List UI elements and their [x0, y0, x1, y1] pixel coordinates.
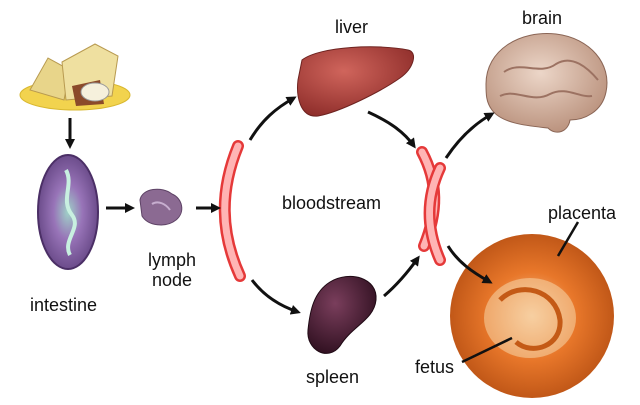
spleen-image [307, 275, 377, 354]
intestine-label: intestine [30, 295, 98, 315]
brain-label: brain [522, 8, 563, 28]
arrow-liver-to-bloodstream [367, 110, 416, 149]
flow-arrows [65, 96, 580, 364]
fetus-label: fetus [415, 357, 455, 377]
cheese-plate-image [19, 43, 131, 111]
bloodstream-vessels [218, 140, 446, 282]
placenta-image [450, 234, 614, 398]
liver-image [297, 46, 415, 117]
intestine-image [37, 154, 99, 270]
arrow-bloodstream-to-spleen [250, 279, 301, 315]
lymph-node-image [139, 188, 183, 226]
arrow-spleen-to-bloodstream [383, 255, 420, 298]
bloodstream-label: bloodstream [282, 193, 382, 213]
fetus-pointer-line [461, 336, 513, 364]
arrow-bloodstream-to-placenta [446, 245, 493, 284]
spleen-label: spleen [306, 367, 360, 387]
lymph-node-label-line-1: lymph [147, 250, 196, 270]
liver-label: liver [335, 17, 369, 37]
arrow-bloodstream-to-brain [444, 112, 495, 159]
placenta-pointer-line [556, 221, 580, 257]
placenta-label: placenta [548, 203, 617, 223]
arrow-bloodstream-to-liver [248, 96, 297, 141]
lymph-node-label: lymph node [140, 250, 204, 291]
lymph-node-label-line-2: node [151, 269, 193, 290]
brain-image [485, 32, 608, 133]
